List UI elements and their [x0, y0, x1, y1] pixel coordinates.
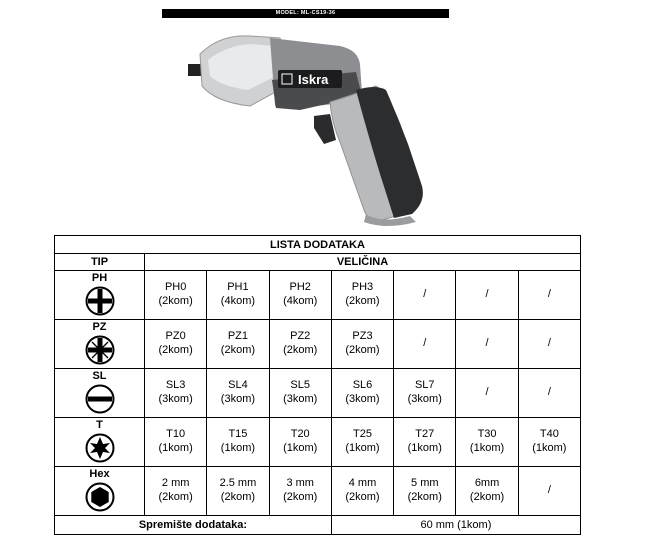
table-title: LISTA DODATAKA	[54, 235, 581, 254]
size-cell: 4 mm(2kom)	[330, 466, 395, 516]
size-cell: 6mm(2kom)	[455, 466, 519, 516]
storage-value: 60 mm (1kom)	[330, 515, 582, 535]
tip-label: T	[96, 419, 103, 431]
size-cell: /	[455, 368, 519, 418]
tip-label: SL	[92, 370, 107, 382]
storage-row: Spremište dodataka: 60 mm (1kom)	[54, 515, 582, 535]
size-cell: 5 mm(2kom)	[393, 466, 457, 516]
accessory-table: LISTA DODATAKA TIP VELIČINA PH PH0(2kom)…	[54, 235, 582, 535]
size-cell: SL3(3kom)	[143, 368, 208, 418]
size-cell: SL5(3kom)	[268, 368, 332, 418]
size-cell: PH3(2kom)	[330, 270, 395, 320]
tip-cell: T	[54, 417, 145, 467]
model-label: MODEL: ML-CS19-36	[162, 9, 449, 18]
table-row: SL SL3(3kom) SL4(3kom) SL5(3kom) SL6(3ko…	[54, 368, 582, 418]
size-cell: T25(1kom)	[330, 417, 395, 467]
tip-cell: PH	[54, 270, 145, 320]
pozidriv-icon	[85, 335, 114, 365]
slotted-icon	[85, 384, 114, 414]
storage-label: Spremište dodataka:	[54, 515, 332, 535]
size-cell: T10(1kom)	[143, 417, 208, 467]
column-header-tip: TIP	[54, 253, 145, 271]
tip-label: PZ	[92, 321, 107, 333]
size-cell: /	[517, 466, 582, 516]
size-cell: SL7(3kom)	[393, 368, 457, 418]
tip-cell: Hex	[54, 466, 145, 516]
size-cell: /	[393, 270, 457, 320]
size-cell: PH1(4kom)	[206, 270, 270, 320]
size-cell: /	[517, 270, 582, 320]
phillips-icon	[85, 286, 114, 316]
size-cell: SL6(3kom)	[330, 368, 395, 418]
size-cell: /	[455, 319, 519, 369]
size-cell: 2.5 mm(2kom)	[206, 466, 270, 516]
hex-icon	[85, 482, 114, 512]
table-row: PZ PZ0(2kom) PZ1(2kom) PZ2(2kom) PZ3(2ko…	[54, 319, 582, 369]
table-row: T T10(1kom) T15(1kom) T20(1kom) T25(1kom…	[54, 417, 582, 467]
size-cell: PZ1(2kom)	[206, 319, 270, 369]
size-cell: PZ0(2kom)	[143, 319, 208, 369]
tip-label: PH	[91, 272, 108, 284]
table-row: PH PH0(2kom) PH1(4kom) PH2(4kom) PH3(2ko…	[54, 270, 582, 320]
size-cell: T15(1kom)	[206, 417, 270, 467]
brand-logo: Iskra	[298, 72, 329, 87]
tip-label: Hex	[89, 468, 110, 480]
size-cell: /	[517, 319, 582, 369]
size-cell: PZ3(2kom)	[330, 319, 395, 369]
size-cell: PH0(2kom)	[143, 270, 208, 320]
tip-cell: SL	[54, 368, 145, 418]
size-cell: PZ2(2kom)	[268, 319, 332, 369]
torx-icon	[85, 433, 114, 463]
size-cell: /	[455, 270, 519, 320]
size-cell: T40(1kom)	[517, 417, 582, 467]
screwdriver-product-image: Iskra	[188, 35, 423, 226]
size-cell: T27(1kom)	[393, 417, 457, 467]
size-cell: 3 mm(2kom)	[268, 466, 332, 516]
size-cell: /	[517, 368, 582, 418]
size-cell: T20(1kom)	[268, 417, 332, 467]
table-row: Hex 2 mm(2kom) 2.5 mm(2kom) 3 mm(2kom) 4…	[54, 466, 582, 516]
size-cell: 2 mm(2kom)	[143, 466, 208, 516]
size-cell: PH2(4kom)	[268, 270, 332, 320]
size-cell: /	[393, 319, 457, 369]
tip-cell: PZ	[54, 319, 145, 369]
column-header-size: VELIČINA	[144, 253, 581, 271]
size-cell: T30(1kom)	[455, 417, 519, 467]
size-cell: SL4(3kom)	[206, 368, 270, 418]
